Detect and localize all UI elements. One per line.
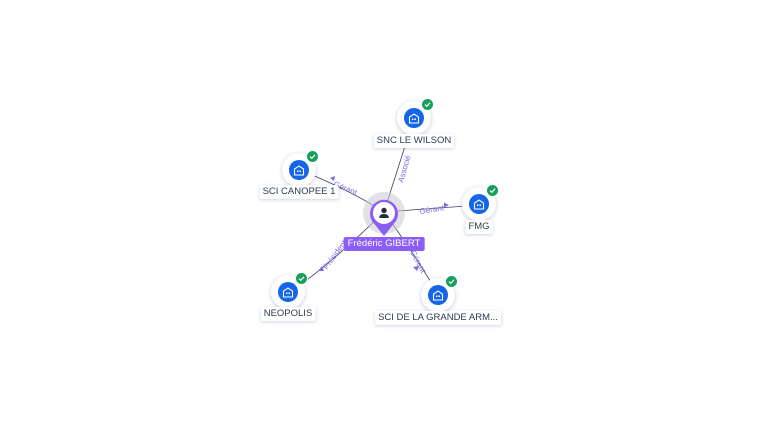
person-icon [379, 207, 389, 218]
verified-check-icon [445, 275, 458, 288]
verified-check-icon [306, 150, 319, 163]
company-node-neopolis[interactable] [271, 272, 308, 309]
company-label-sci-de-la-grande-arm[interactable]: SCI DE LA GRANDE ARM... [375, 311, 501, 325]
edge-label-sci-de-la-grande-arm: Gérant [408, 249, 428, 276]
arrow-fmg [444, 202, 449, 208]
verified-check-icon [421, 98, 434, 111]
company-label-neopolis[interactable]: NEOPOLIS [260, 307, 316, 321]
arrow-sci-canopee-1 [330, 176, 335, 181]
building-icon [289, 160, 309, 180]
company-label-snc-le-wilson[interactable]: SNC LE WILSON [373, 134, 455, 148]
building-icon [469, 194, 489, 214]
company-node-sci-canopee-1[interactable] [282, 150, 319, 187]
edge-label-snc-le-wilson: Associé [396, 154, 413, 184]
verified-check-icon [486, 184, 499, 197]
arrow-neopolis [318, 266, 324, 271]
company-node-sci-de-la-grande-arm[interactable] [421, 275, 458, 312]
company-node-fmg[interactable] [462, 184, 499, 221]
company-label-fmg[interactable]: FMG [465, 220, 493, 234]
arrow-sci-de-la-grande-arm [413, 266, 419, 271]
edge-label-fmg: Gérant [419, 203, 445, 216]
building-icon [404, 108, 424, 128]
verified-check-icon [295, 272, 308, 285]
building-icon [278, 282, 298, 302]
person-node[interactable] [367, 196, 401, 238]
building-icon [428, 285, 448, 305]
person-name-label[interactable]: Frédéric GIBERT [343, 237, 425, 251]
company-node-snc-le-wilson[interactable] [397, 98, 434, 135]
company-label-sci-canopee-1[interactable]: SCI CANOPEE 1 [259, 185, 339, 199]
